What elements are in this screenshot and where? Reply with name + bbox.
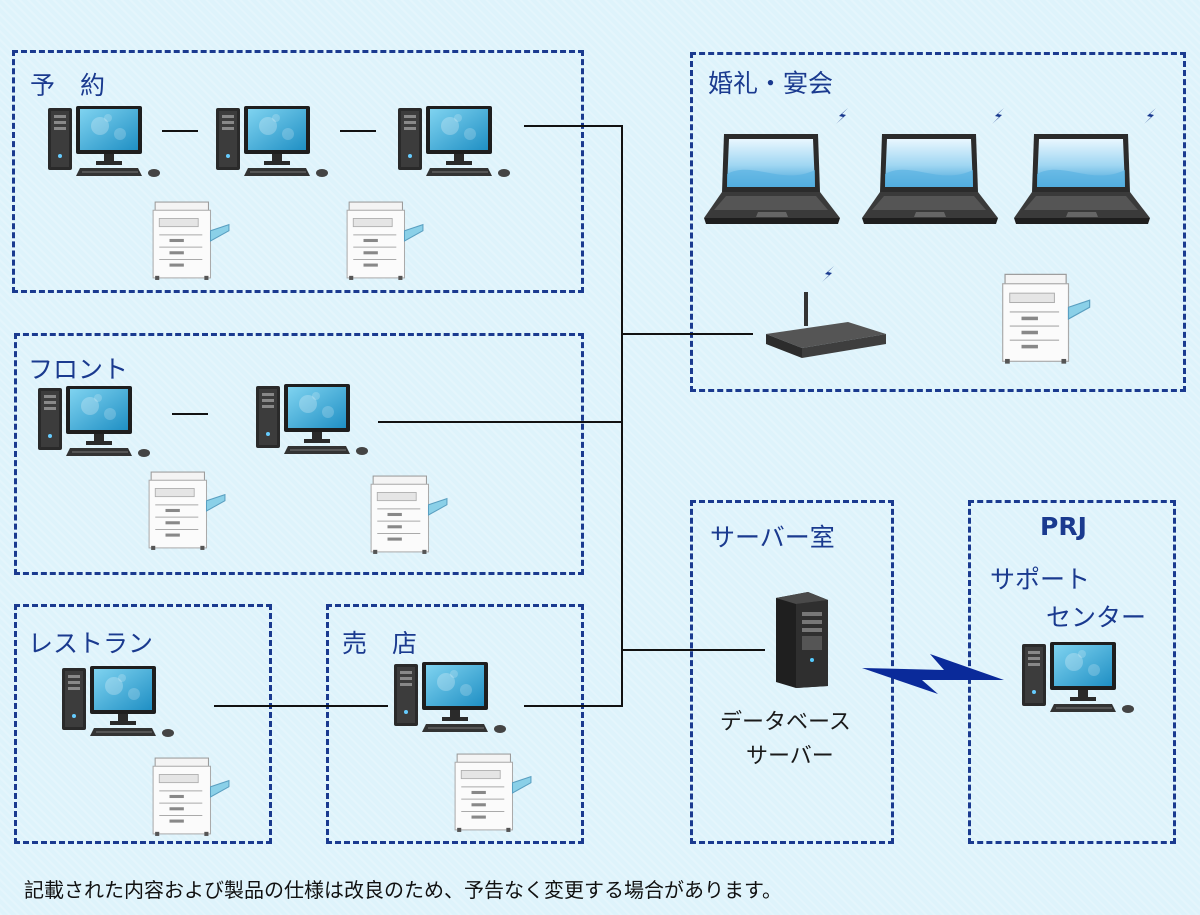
desktop-computer-icon[interactable] [394,104,518,184]
printer-icon[interactable] [450,752,534,834]
backbone-line [621,125,623,707]
link-line [378,421,623,423]
desktop-computer-icon[interactable] [252,382,376,462]
wireless-router-icon[interactable] [760,290,890,360]
support-label-line2: センター [1046,603,1147,632]
link-line [340,130,376,132]
server-tower-icon[interactable] [772,590,832,690]
link-line [621,333,753,335]
printer-icon[interactable] [342,200,426,282]
printer-icon[interactable] [148,756,232,838]
footer-note: 記載された内容および製品の仕様は改良のため、予告なく変更する場合があります。 [24,878,782,902]
laptop-icon[interactable] [702,130,842,230]
printer-icon[interactable] [998,272,1092,366]
laptop-icon[interactable] [860,130,1000,230]
wireless-signal-icon [1140,106,1160,126]
support-label-line1: サポート [990,565,1091,594]
link-line [621,649,765,651]
desktop-computer-icon[interactable] [34,384,158,464]
wireless-signal-icon [818,264,838,284]
link-line [214,705,388,707]
group-front [14,333,584,575]
wireless-signal-icon [832,106,852,126]
printer-icon[interactable] [148,200,232,282]
group-reservation [12,50,584,293]
group-restaurant [14,604,272,844]
printer-icon[interactable] [144,470,228,552]
db-server-label-line2: サーバー [746,744,834,769]
lightning-link-icon [862,654,1004,694]
wireless-signal-icon [988,106,1008,126]
group-label-restaurant: レストラン [28,629,154,658]
laptop-icon[interactable] [1012,130,1152,230]
group-wedding [690,52,1186,392]
link-line [524,125,623,127]
group-label-reservation: 予 約 [30,71,106,100]
group-label-wedding: 婚礼・宴会 [708,69,834,98]
desktop-computer-icon[interactable] [390,660,514,740]
desktop-computer-icon[interactable] [44,104,168,184]
link-line [524,705,623,707]
desktop-computer-icon[interactable] [212,104,336,184]
desktop-computer-icon[interactable] [1018,640,1142,720]
group-label-server-room: サーバー室 [710,523,835,552]
group-label-prj: PRJ [1040,512,1087,541]
group-label-shop: 売 店 [342,629,418,658]
desktop-computer-icon[interactable] [58,664,182,744]
group-label-front: フロント [28,355,129,384]
link-line [172,413,208,415]
link-line [162,130,198,132]
db-server-label-line1: データベース [720,710,851,735]
group-shop [326,604,584,844]
printer-icon[interactable] [366,474,450,556]
